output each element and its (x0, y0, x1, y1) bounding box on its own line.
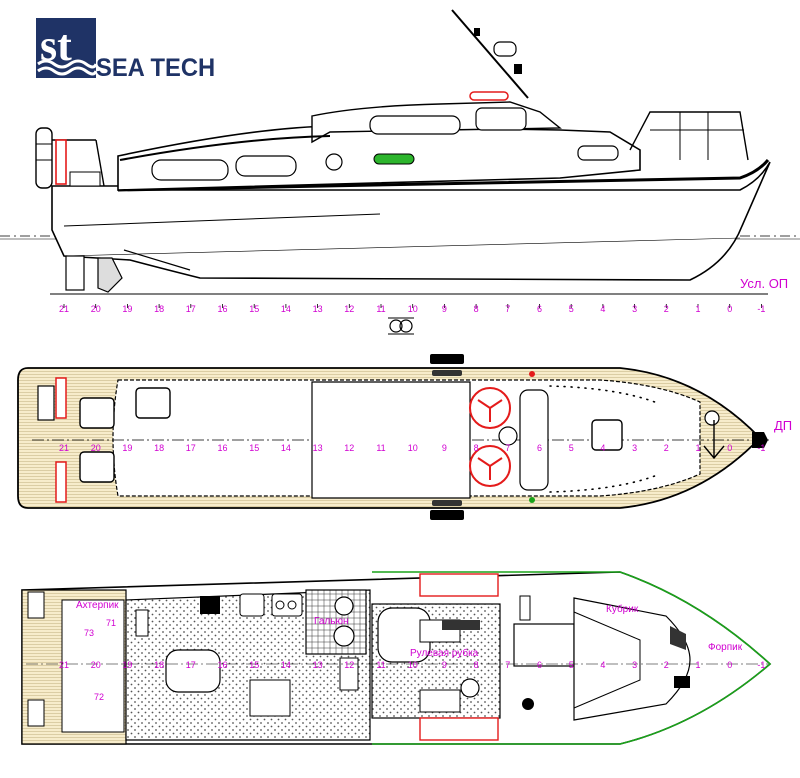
deck-station-label: 18 (154, 443, 164, 453)
brand-name: SEA TECH (96, 54, 216, 82)
deck-station-label: 13 (313, 443, 323, 453)
plan-station-label: 8 (474, 660, 479, 670)
plan-station-label: 16 (217, 660, 227, 670)
deck-station-label: 1 (695, 443, 700, 453)
plan-station-label: 4 (600, 660, 605, 670)
profile-station-label: 13 (313, 304, 323, 314)
plan-station-label: 13 (313, 660, 323, 670)
profile-station-label: 15 (249, 304, 259, 314)
plan-station-label: 12 (344, 660, 354, 670)
plan-station-label: 14 (281, 660, 291, 670)
profile-station-label: 20 (91, 304, 101, 314)
plan-station-label: 15 (249, 660, 259, 670)
plan-station-label: 10 (408, 660, 418, 670)
profile-station-label: 12 (344, 304, 354, 314)
plan-station-label: 20 (91, 660, 101, 670)
profile-station-label: 8 (474, 304, 479, 314)
plan-station-label: 6 (537, 660, 542, 670)
room-label-wheelhouse: Рулевая рубка (410, 647, 479, 659)
callout-72: 72 (94, 692, 104, 702)
deck-station-label: 5 (569, 443, 574, 453)
deck-station-label: 20 (91, 443, 101, 453)
plan-station-label: 11 (376, 660, 385, 670)
profile-station-label: 2 (664, 304, 669, 314)
plan-station-label: 18 (154, 660, 164, 670)
room-label-aft: Ахтерпик (76, 600, 119, 611)
baseline-label: Усл. ОП (740, 276, 788, 291)
deck-station-label: 9 (442, 443, 447, 453)
plan-station-label: 3 (632, 660, 637, 670)
profile-station-label: 10 (408, 304, 418, 314)
deck-station-label: 19 (122, 443, 132, 453)
profile-station-label: 6 (537, 304, 542, 314)
room-label-cabin: Кубрик (606, 603, 639, 615)
profile-station-label: 0 (727, 304, 732, 314)
profile-station-label: 9 (442, 304, 447, 314)
profile-station-label: 1 (695, 304, 700, 314)
profile-station-label: -1 (757, 304, 765, 314)
profile-station-label: 16 (217, 304, 227, 314)
deck-station-label: 21 (59, 443, 69, 453)
deck-station-label: 7 (505, 443, 510, 453)
deck-station-label: 6 (537, 443, 542, 453)
plan-station-label: 1 (695, 660, 700, 670)
plan-station-label: 7 (505, 660, 510, 670)
room-label-head: Гальюн (314, 616, 348, 627)
plan-station-label: 19 (122, 660, 132, 670)
profile-station-label: 14 (281, 304, 291, 314)
plan-station-label: 9 (442, 660, 447, 670)
profile-station-label: 17 (186, 304, 196, 314)
deck-station-label: 2 (664, 443, 669, 453)
plan-station-label: 21 (59, 660, 69, 670)
profile-station-label: 5 (569, 304, 574, 314)
profile-station-label: 18 (154, 304, 164, 314)
hull-profile (51, 161, 771, 281)
deck-station-label: 10 (408, 443, 418, 453)
deck-station-label: 16 (217, 443, 227, 453)
deck-station-label: 15 (249, 443, 259, 453)
deck-station-label: 14 (281, 443, 291, 453)
deck-station-label: 4 (600, 443, 605, 453)
deck-station-label: 11 (376, 443, 385, 453)
centerline-label: ДП (774, 418, 792, 433)
callout-71: 71 (106, 618, 116, 628)
deck-station-label: 8 (474, 443, 479, 453)
profile-station-label: 4 (600, 304, 605, 314)
plan-station-label: 2 (664, 660, 669, 670)
profile-station-label: 3 (632, 304, 637, 314)
room-label-forepeak: Форпик (708, 642, 743, 653)
profile-station-label: 7 (505, 304, 510, 314)
profile-station-label: 19 (122, 304, 132, 314)
callout-73: 73 (84, 628, 94, 638)
green-nav-light (373, 153, 415, 165)
profile-station-label: 21 (59, 304, 69, 314)
profile-station-label: 11 (376, 304, 385, 314)
deck-station-label: 0 (727, 443, 732, 453)
deck-station-label: 12 (344, 443, 354, 453)
plan-station-label: 0 (727, 660, 732, 670)
plan-station-label: -1 (757, 660, 765, 670)
deck-station-label: 3 (632, 443, 637, 453)
arrangement-view: Ахтерпик Гальюн Рулевая рубка Кубрик Фор… (21, 571, 772, 745)
deck-station-label: -1 (757, 443, 765, 453)
plan-station-label: 17 (186, 660, 196, 670)
deck-station-label: 17 (186, 443, 196, 453)
plan-station-label: 5 (569, 660, 574, 670)
